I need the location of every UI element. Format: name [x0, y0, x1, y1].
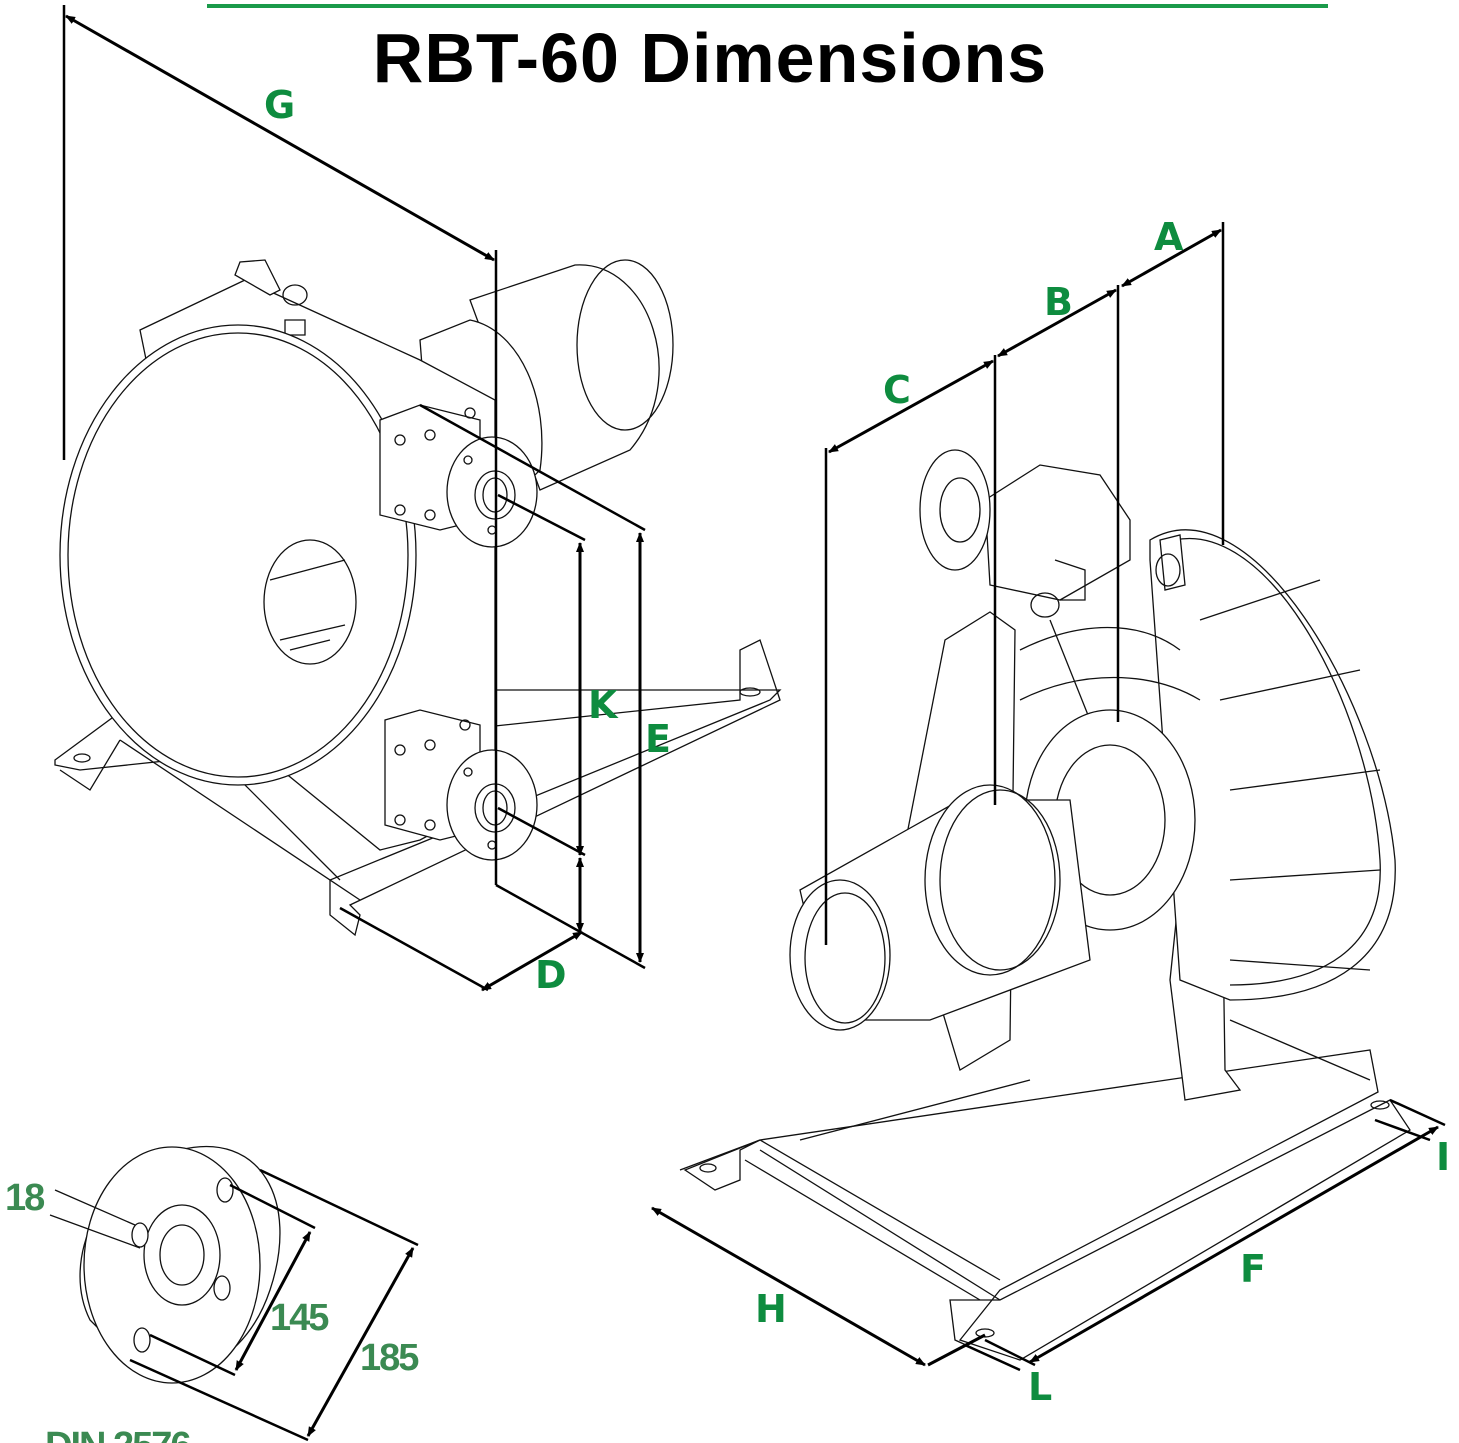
dim-label-d: D [535, 953, 567, 997]
flange-bolt-circle-label: 145 [270, 1297, 329, 1339]
ext-k-bottom [497, 806, 586, 857]
ext-k-top [497, 493, 586, 542]
flange-standard-label: DIN 2576 [45, 1425, 190, 1443]
ext-e-top [419, 403, 646, 532]
dim-label-k: K [588, 683, 619, 727]
dim-line-c [828, 359, 994, 454]
dim-line-d [481, 930, 583, 992]
ext-d-left [339, 906, 489, 992]
ext-145-top [229, 1183, 316, 1230]
dim-line-145 [234, 1231, 312, 1371]
ext-e-bottom [495, 883, 646, 970]
ext-145-bottom [149, 1333, 236, 1377]
flange-hole-label: 18 [5, 1177, 44, 1219]
dim-line-a [1121, 228, 1222, 288]
dim-label-l: L [1028, 1365, 1052, 1409]
flange-outer-label: 185 [360, 1337, 419, 1379]
dim-line-185 [306, 1247, 415, 1437]
dim-label-f: F [1240, 1247, 1266, 1291]
dim-label-b: B [1044, 280, 1073, 324]
ext-l-2 [964, 1343, 1021, 1372]
dim-line-f [1029, 1125, 1439, 1364]
title-rule [207, 4, 1328, 8]
flange-detail [49, 1145, 281, 1384]
ext-185-bottom [129, 1358, 309, 1442]
dim-label-c: C [883, 368, 911, 412]
dim-line-b [997, 288, 1117, 358]
left-pump-view [54, 259, 782, 937]
dim-label-i: I [1436, 1135, 1450, 1179]
dim-label-e: E [645, 717, 671, 761]
ext-185-top [259, 1168, 419, 1247]
right-pump-view [679, 449, 1411, 1366]
ext-i [1389, 1098, 1446, 1127]
dim-label-a: A [1154, 215, 1184, 259]
ext-l [984, 1338, 1036, 1367]
dim-line-g [65, 14, 495, 262]
dim-label-h: H [755, 1287, 787, 1331]
dim-line-h-ext [927, 1333, 986, 1367]
dim-line-h [651, 1206, 926, 1367]
dim-label-g: G [264, 83, 295, 127]
